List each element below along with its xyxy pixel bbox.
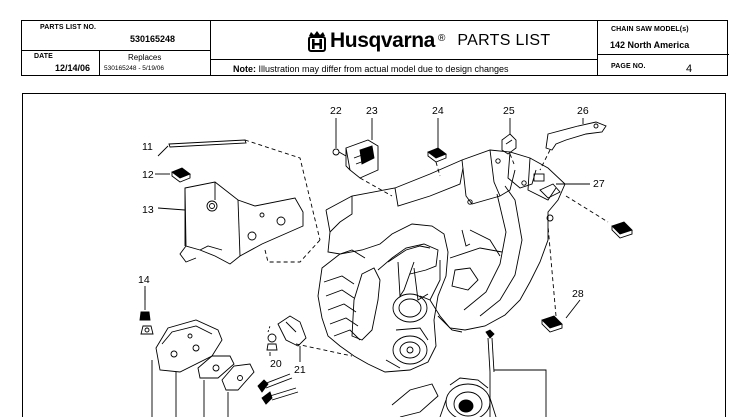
divider xyxy=(597,54,729,55)
divider xyxy=(22,50,210,51)
brand-name: Husqvarna xyxy=(330,29,435,52)
callout-25: 25 xyxy=(503,105,515,117)
replaces-caption: Replaces xyxy=(128,53,162,62)
callout-11: 11 xyxy=(142,141,153,153)
divider xyxy=(210,59,597,60)
callout-28: 28 xyxy=(572,288,584,300)
part-14-screw xyxy=(139,286,154,335)
part-24-nut xyxy=(427,147,447,177)
page-number: 4 xyxy=(686,63,693,75)
part-22-screw xyxy=(332,148,347,157)
illustration-note: Note: Illustration may differ from actua… xyxy=(233,64,509,74)
note-label: Note: xyxy=(233,64,256,74)
part-26-lever xyxy=(539,121,607,171)
leader-lines xyxy=(144,118,590,417)
callout-24: 24 xyxy=(432,105,444,117)
washer-and-plates xyxy=(197,355,255,391)
document-title: PARTS LIST xyxy=(457,32,551,49)
page-caption: PAGE NO. xyxy=(611,63,646,70)
callout-12: 12 xyxy=(142,169,154,181)
callout-26: 26 xyxy=(577,105,589,117)
leader-dashed xyxy=(295,343,353,357)
exploded-view-frame xyxy=(22,93,726,417)
part-13-bracket-plate xyxy=(179,181,321,265)
part-23-bracket xyxy=(345,139,393,197)
callout-21: 21 xyxy=(294,364,306,376)
part-11-guide-rod xyxy=(168,139,321,241)
parts-list-no: 530165248 xyxy=(130,34,176,44)
model-caption: CHAIN SAW MODEL(s) xyxy=(611,26,689,33)
divider xyxy=(99,51,100,75)
parts-list-header: PARTS LIST NO. 530165248 DATE 12/14/06 R… xyxy=(21,20,729,76)
callout-22: 22 xyxy=(330,105,342,117)
callout-13: 13 xyxy=(142,204,154,216)
divider xyxy=(597,21,598,75)
long-bolt xyxy=(485,329,547,417)
bolts xyxy=(257,373,299,405)
registered-mark: ® xyxy=(437,32,446,44)
crankcase-housing xyxy=(325,149,566,331)
part-28-nut-pair xyxy=(541,195,633,333)
part-21-clip xyxy=(277,315,307,347)
callout-27: 27 xyxy=(593,178,605,190)
date-value: 12/14/06 xyxy=(55,63,91,73)
note-text: Illustration may differ from actual mode… xyxy=(258,64,509,74)
clutch-cover-parts xyxy=(391,377,497,417)
part-12-nut xyxy=(171,167,191,183)
parts-list-no-caption: PARTS LIST NO. xyxy=(40,24,97,31)
date-caption: DATE xyxy=(34,53,53,60)
model-value: 142 North America xyxy=(610,40,690,50)
divider xyxy=(210,21,211,75)
replaces-value: 530165248 - 5/19/06 xyxy=(104,65,164,72)
part-20-screw xyxy=(266,325,278,351)
callout-20: 20 xyxy=(270,358,282,370)
callout-14: 14 xyxy=(138,274,150,286)
callout-23: 23 xyxy=(366,105,378,117)
chain-guide-plate xyxy=(155,319,223,373)
front-cover-assembly xyxy=(317,223,463,373)
brand-lockup: Husqvarna ® PARTS LIST xyxy=(307,29,550,53)
husqvarna-crown-h-icon xyxy=(308,31,326,52)
